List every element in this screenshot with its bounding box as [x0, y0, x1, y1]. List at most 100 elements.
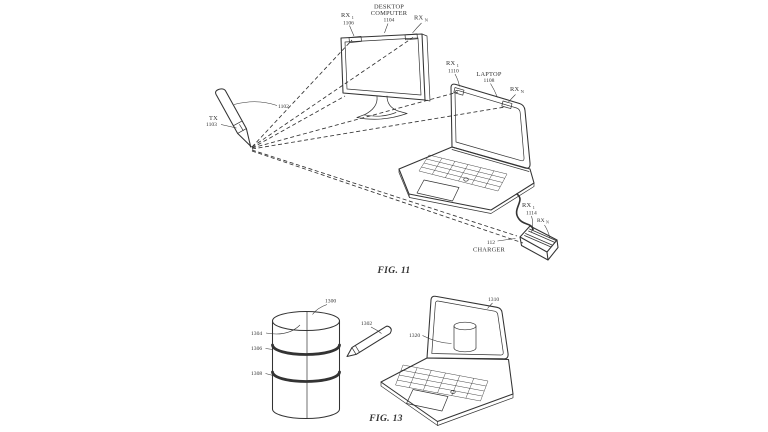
stylus-tx: [215, 88, 252, 148]
laptop-fig11: [398, 83, 535, 231]
ref-tx: 1103: [206, 122, 217, 128]
keyboard-outline: [418, 154, 508, 192]
label-tx: TX: [209, 115, 218, 122]
leader-cylinder-band2: [265, 373, 274, 376]
monitor-stand-neck-left: [363, 96, 378, 116]
leader-laptop-rx1: [454, 73, 460, 87]
laptop-charger-cable: [515, 193, 534, 231]
screen-cylinder-bottom: [453, 347, 477, 353]
monitor-stand-foot-back: [363, 112, 397, 117]
stylus-tip-ball: [249, 145, 252, 148]
figure-11: RX 1 1106 DESKTOP COMPUTER 1104 RX N 110…: [206, 4, 559, 276]
label-desktop-line1: DESKTOP: [374, 4, 404, 11]
leader-cylinder: [312, 304, 328, 315]
monitor-stand-neck-right: [386, 95, 399, 112]
leader-charger: [497, 238, 516, 242]
signal-line-charger-lower: [251, 150, 524, 244]
laptop13-base: [380, 357, 514, 423]
stylus-cone-line: [237, 128, 247, 134]
monitor-rxn-antenna: [404, 33, 418, 41]
stylus13-cone-line: [351, 347, 357, 355]
cylinder: [271, 310, 341, 420]
keyboard13-outline: [395, 364, 489, 402]
monitor-screen: [344, 37, 422, 96]
label-charger-rx1: RX: [522, 202, 531, 209]
figure-13: 1300 1304 1306 1308 1302 1310 1320 FIG. …: [251, 295, 514, 426]
ref-charger-rx1: 1114: [526, 211, 537, 217]
label-monitor-rx1-sub: 1: [352, 15, 355, 20]
stylus-body: [215, 88, 252, 147]
ref-laptop-rx1: 1110: [448, 69, 459, 75]
label-laptop-rxn: RX: [510, 86, 519, 93]
leader-stylus: [233, 101, 278, 106]
leader-charger-rx1: [531, 215, 534, 233]
signal-line-monitor-right: [251, 37, 414, 148]
laptop13-trackpad: [406, 389, 449, 412]
ref-cylinder-band1: 1306: [251, 346, 262, 352]
stylus-module-mid: [239, 124, 244, 131]
signal-line-laptop-left: [251, 91, 459, 149]
leader-monitor-rxn: [412, 22, 422, 34]
leader-laptop: [490, 83, 498, 98]
fig11-labels: RX 1 1106 DESKTOP COMPUTER 1104 RX N 110…: [206, 4, 551, 254]
monitor-stand-foot-right-edge: [397, 110, 408, 114]
ref-cylinder-band2: 1308: [251, 371, 262, 377]
laptop-button: [463, 177, 469, 182]
label-laptop: LAPTOP: [476, 71, 501, 78]
laptop-base-thickness: [398, 168, 535, 214]
cylinder-band-1308: [271, 370, 341, 383]
leader-stylus13: [370, 326, 382, 334]
leader-desktop: [384, 23, 389, 34]
laptop-lid: [450, 83, 531, 169]
stylus-module-line: [233, 120, 243, 127]
leader-tx: [220, 124, 237, 129]
label-laptop-rxn-sub: N: [521, 89, 525, 94]
stylus13-band-line: [354, 345, 360, 353]
laptop-fig13: [380, 295, 514, 426]
signal-dashed-lines: [251, 37, 524, 244]
label-charger: CHARGER: [473, 247, 505, 254]
screen-cylinder-top: [453, 321, 477, 331]
desktop-monitor: [340, 33, 431, 120]
screen-cylinder: [453, 321, 477, 353]
charger-rx1-strip: [524, 233, 553, 248]
leader-cylinder-top: [265, 324, 301, 335]
monitor-stand-foot-front: [356, 113, 408, 120]
leader-laptop13: [487, 302, 493, 309]
ref-cylinder: 1300: [325, 299, 336, 305]
laptop-trackpad: [416, 179, 460, 202]
monitor-bezel: [340, 33, 426, 101]
label-monitor-rxn: RX: [414, 15, 423, 22]
fig13-caption: FIG. 13: [368, 413, 403, 424]
laptop-keyboard: [418, 154, 508, 192]
label-monitor-rx1: RX: [341, 12, 350, 19]
label-laptop-rx1-sub: 1: [457, 63, 460, 68]
ref-cylinder-top: 1304: [251, 331, 262, 337]
label-desktop-line2: COMPUTER: [371, 10, 408, 17]
fig11-caption: FIG. 11: [376, 265, 410, 276]
laptop13-screen: [431, 300, 504, 356]
charger: [519, 225, 559, 261]
stylus13-body: [346, 325, 392, 358]
laptop13-button: [450, 390, 456, 394]
label-charger-rx1-sub: 1: [533, 205, 536, 210]
ref-stylus: 1102: [278, 104, 289, 110]
leader-charger-rxn: [544, 224, 551, 239]
fig13-labels: 1300 1304 1306 1308 1302 1310 1320: [251, 297, 499, 377]
ref-screen-object: 1320: [409, 333, 420, 339]
ref-laptop13: 1310: [488, 297, 499, 303]
cylinder-bottom: [271, 408, 341, 420]
ref-stylus13: 1302: [361, 321, 372, 327]
label-laptop-rx1: RX: [446, 60, 455, 67]
laptop-rxn-antenna: [501, 100, 513, 109]
leader-cylinder-band1: [265, 348, 274, 350]
charger-left-face: [519, 236, 549, 261]
signal-line-charger-upper: [251, 149, 518, 237]
ref-charger: 112: [487, 240, 495, 246]
leader-screen-object: [422, 335, 452, 344]
laptop13-keyboard: [395, 364, 489, 402]
label-charger-rxn-sub: N: [546, 220, 549, 225]
signal-line-laptop-right: [251, 106, 506, 150]
cylinder-top: [271, 310, 341, 332]
